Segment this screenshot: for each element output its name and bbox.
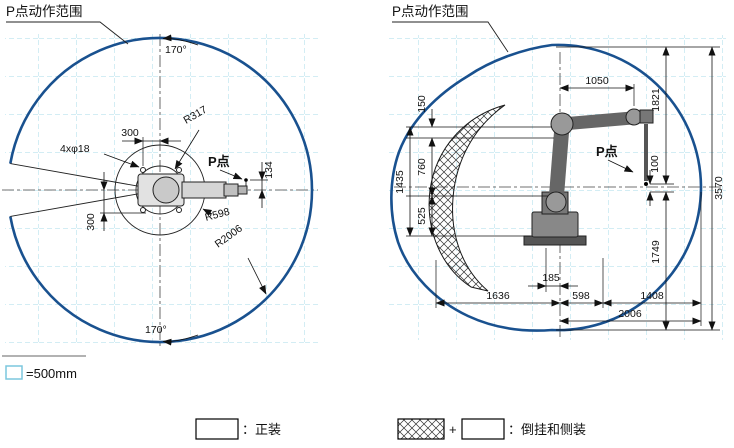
dim-1636-label: 1636 <box>486 290 510 302</box>
dim-1050-label: 1050 <box>585 75 609 87</box>
plus-sign: + <box>449 422 457 437</box>
dim-1749: 1749 <box>650 191 670 331</box>
left-envelope-outline <box>9 36 314 344</box>
title-right-label: P点动作范围 <box>392 4 469 19</box>
dim-760-label: 760 <box>416 158 428 176</box>
robot-top-view <box>137 167 248 213</box>
dim-2006-label: 2006 <box>618 308 642 320</box>
dim-185-label: 185 <box>542 272 560 284</box>
title-left: P点动作范围 <box>6 4 129 45</box>
title-left-label: P点动作范围 <box>6 4 83 19</box>
dim-1749-label: 1749 <box>650 240 662 264</box>
title-right-leader <box>392 21 509 53</box>
dim-300-left: 300 <box>85 172 146 231</box>
dim-300-top: 300 <box>121 127 181 166</box>
dim-100-label: 100 <box>649 155 661 173</box>
p-point-callout-right: P点 <box>596 144 634 173</box>
rotation-arrow-top <box>162 34 199 46</box>
dim-1050: 1050 <box>559 75 635 106</box>
dim-525-label: 525 <box>416 207 428 225</box>
p-point-label-right: P点 <box>596 144 618 159</box>
bolt-holes-label: 4xφ18 <box>60 143 90 155</box>
dim-1408-label: 1408 <box>640 290 664 302</box>
hatch-swatch <box>397 418 445 440</box>
dim-134: 134 <box>250 161 275 208</box>
dim-300-top-label: 300 <box>121 127 139 139</box>
dim-598-label: 598 <box>572 290 590 302</box>
grid-scale-legend: =500mm <box>2 355 86 381</box>
title-right: P点动作范围 <box>392 4 509 53</box>
p-point-callout-left: P点 <box>208 154 243 180</box>
dims-bottom: 185 1636 598 1408 2006 <box>435 192 702 326</box>
dim-1821: 1821 <box>650 46 670 185</box>
grid-scale-label: =500mm <box>26 366 77 381</box>
angle-bottom-label: 170° <box>145 324 167 336</box>
dim-100: 100 <box>646 155 661 206</box>
normal-mount-label: ：正装 <box>242 422 281 437</box>
dim-134-label: 134 <box>263 161 275 179</box>
right-view-side: P点 1050 1821 100 3570 <box>389 35 726 340</box>
dims-left-stack: 150 760 525 1435 <box>394 95 554 237</box>
title-left-leader <box>6 21 129 45</box>
inverted-mount-region <box>428 104 506 292</box>
dim-150-label: 150 <box>416 95 428 113</box>
angle-top-label: 170° <box>165 44 187 56</box>
p-point-marker-left <box>244 178 248 182</box>
p-point-label-left: P点 <box>208 154 230 169</box>
robot-side-view <box>523 108 654 246</box>
inverted-mount-label: ：倒挂和侧装 <box>508 422 586 437</box>
left-view-top: 170° 170° 300 4xφ18 <box>2 31 318 347</box>
dim-1435-label: 1435 <box>394 170 406 194</box>
rotation-arrow-bottom <box>162 334 199 346</box>
mount-legend: ：正装 + ：倒挂和侧装 <box>195 418 586 440</box>
right-envelope-outline <box>390 43 703 332</box>
dim-1821-label: 1821 <box>650 88 662 112</box>
dim-3570: 3570 <box>708 46 725 331</box>
grid-cell-sample <box>5 365 23 380</box>
bolt-holes-callout: 4xφ18 <box>60 143 140 168</box>
dim-300-left-label: 300 <box>85 213 97 231</box>
p-point-marker-right <box>644 182 648 186</box>
inverted-mount-swatch <box>461 418 505 440</box>
rotation-limit-lines <box>10 163 161 217</box>
normal-mount-swatch <box>195 418 239 440</box>
dim-3570-label: 3570 <box>713 176 725 200</box>
